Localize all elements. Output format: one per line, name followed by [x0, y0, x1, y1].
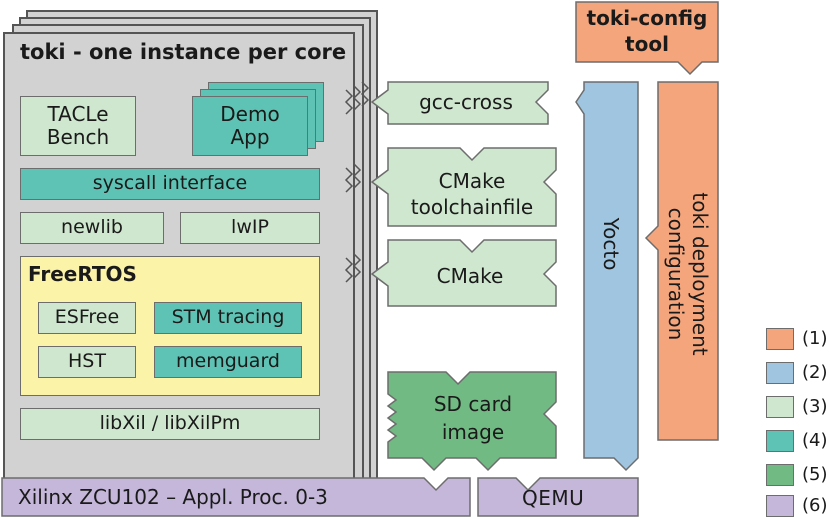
legend-label-1: (1) — [802, 328, 828, 349]
legend-swatch-3 — [766, 396, 794, 418]
legend-swatch-2 — [766, 362, 794, 384]
legend-swatch-6 — [766, 495, 794, 517]
legend-swatch-4 — [766, 430, 794, 452]
cmake-label: CMake — [436, 264, 504, 288]
tacle-bench-box: TACLe Bench — [20, 96, 136, 156]
legend-swatch-5 — [766, 464, 794, 486]
xilinx-board-shape — [1, 477, 471, 517]
legend-swatch-1 — [766, 328, 794, 350]
deployment-config-label: toki deployment configuration — [664, 192, 712, 356]
cmake-toolchainfile-shape — [370, 147, 557, 227]
cmake-toolchainfile-label: CMake toolchainfile — [410, 169, 534, 219]
qemu-shape — [477, 477, 639, 517]
yocto-shape — [575, 81, 639, 472]
lwip-box: lwIP — [180, 212, 320, 244]
yocto-label: Yocto — [599, 217, 623, 271]
legend-label-4: (4) — [802, 430, 828, 451]
toki-config-tool-label: toki-config tool — [586, 6, 708, 56]
memguard-box: memguard — [154, 346, 302, 378]
gcc-cross-shape — [370, 81, 549, 125]
toki-config-tool-shape — [575, 1, 719, 76]
qemu-label-text: QEMU — [522, 486, 585, 510]
sd-card-image-shape — [386, 371, 557, 472]
syscall-interface-box: syscall interface — [20, 168, 320, 200]
libxil-box: libXil / libXilPm — [20, 408, 320, 440]
deployment-config-shape — [644, 81, 719, 441]
demo-app-box: Demo App — [192, 96, 308, 156]
toki-title: toki - one instance per core — [20, 40, 347, 64]
newlib-box: newlib — [20, 212, 164, 244]
xilinx-board-label: Xilinx ZCU102 – Appl. Proc. 0-3 — [18, 485, 328, 509]
gcc-cross-label: gcc-cross — [419, 90, 513, 114]
cmake-shape — [370, 239, 557, 307]
legend-label-3: (3) — [802, 396, 828, 417]
hst-box: HST — [38, 346, 136, 378]
qemu-label: QEMU — [522, 486, 584, 510]
esfree-box: ESFree — [38, 302, 136, 334]
sd-card-image-label: SD card image — [433, 392, 513, 444]
stm-tracing-box: STM tracing — [154, 302, 302, 334]
freertos-title: FreeRTOS — [28, 262, 137, 286]
legend-label-6: (6) — [802, 495, 828, 516]
legend-label-5: (5) — [802, 464, 828, 485]
legend-label-2: (2) — [802, 362, 828, 383]
